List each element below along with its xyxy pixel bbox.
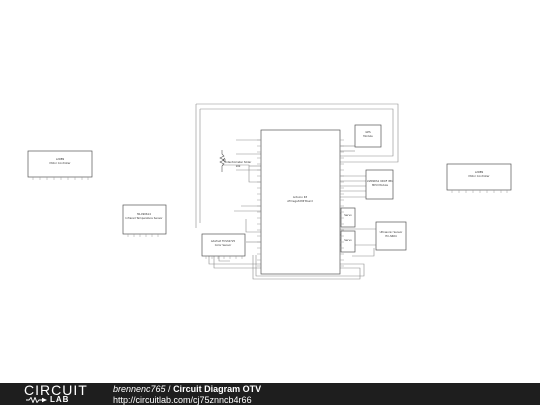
motor-left-label-1: L298N bbox=[56, 157, 64, 161]
temperature-sensor bbox=[122, 204, 167, 235]
wire bbox=[255, 255, 365, 277]
ultrasonic-label-1: Ultrasonic Sensor bbox=[380, 230, 404, 234]
motor-right-label-1: L298N bbox=[475, 170, 483, 174]
motor-left-label-2: Motor Controller bbox=[49, 161, 71, 165]
servo-b-label: Servo bbox=[344, 238, 352, 242]
motor-controller-right bbox=[446, 163, 512, 191]
imu-label-1: LSM9DS1 9DOF IMU bbox=[367, 179, 393, 183]
wire bbox=[218, 256, 230, 262]
ultrasonic-label-2: HC-SR04 bbox=[385, 234, 397, 238]
imu-module bbox=[365, 169, 394, 200]
potentiometer-label-1: Potentiometer Slider bbox=[225, 160, 253, 164]
wire bbox=[208, 256, 261, 265]
logo-text-top: CIRCUIT bbox=[24, 382, 88, 398]
arduino-label-1: Arduino R3 bbox=[293, 195, 308, 199]
logo-text-bottom: LAB bbox=[50, 395, 70, 404]
potentiometer-symbol bbox=[219, 150, 226, 172]
servo-a bbox=[340, 207, 356, 228]
potentiometer-label-2: 10k bbox=[236, 164, 241, 168]
circuitlab-logo[interactable]: CIRCUIT LAB bbox=[24, 382, 96, 404]
wire bbox=[196, 103, 399, 163]
temp-sensor-label-2: Infrared Temperature Sensor bbox=[125, 216, 163, 220]
wire bbox=[245, 219, 261, 233]
motor-right-label-2: Motor Controller bbox=[468, 174, 490, 178]
servo-a-label: Servo bbox=[344, 213, 352, 217]
diagram-url-link[interactable]: http://circuitlab.com/cj75znncb4r66 bbox=[113, 395, 252, 405]
color-sensor-label-1: Adafruit TCS34725 bbox=[211, 239, 236, 243]
footer-bar: CIRCUIT LAB brennenc765 / Circuit Diagra… bbox=[0, 383, 540, 405]
wire bbox=[222, 164, 261, 183]
wire bbox=[213, 256, 261, 269]
waveform-icon bbox=[26, 397, 47, 403]
temp-sensor-label-1: MLX90614 bbox=[137, 212, 151, 216]
wire bbox=[352, 248, 375, 257]
ultrasonic-sensor bbox=[375, 221, 407, 251]
color-sensor bbox=[201, 233, 246, 257]
arduino-label-2: ATmega328P Board bbox=[287, 199, 313, 203]
schematic: L298N Motor Controller MLX90614 Infrared… bbox=[27, 103, 512, 280]
servo-b bbox=[340, 230, 356, 253]
gps-label-1: GPS bbox=[365, 130, 371, 134]
caption-separator: / bbox=[165, 384, 174, 394]
wire bbox=[200, 108, 394, 157]
imu-label-2: MPU Module bbox=[372, 183, 388, 187]
motor-controller-left bbox=[27, 150, 93, 178]
gps-module bbox=[354, 124, 382, 148]
gps-label-2: Module bbox=[363, 134, 373, 138]
diagram-caption: brennenc765 / Circuit Diagram OTV bbox=[113, 384, 261, 394]
color-sensor-label-2: Color Sensor bbox=[215, 243, 232, 247]
arduino-board bbox=[260, 129, 341, 275]
author-link[interactable]: brennenc765 bbox=[113, 384, 166, 394]
wire bbox=[252, 255, 361, 280]
diagram-title: Circuit Diagram OTV bbox=[173, 384, 262, 394]
